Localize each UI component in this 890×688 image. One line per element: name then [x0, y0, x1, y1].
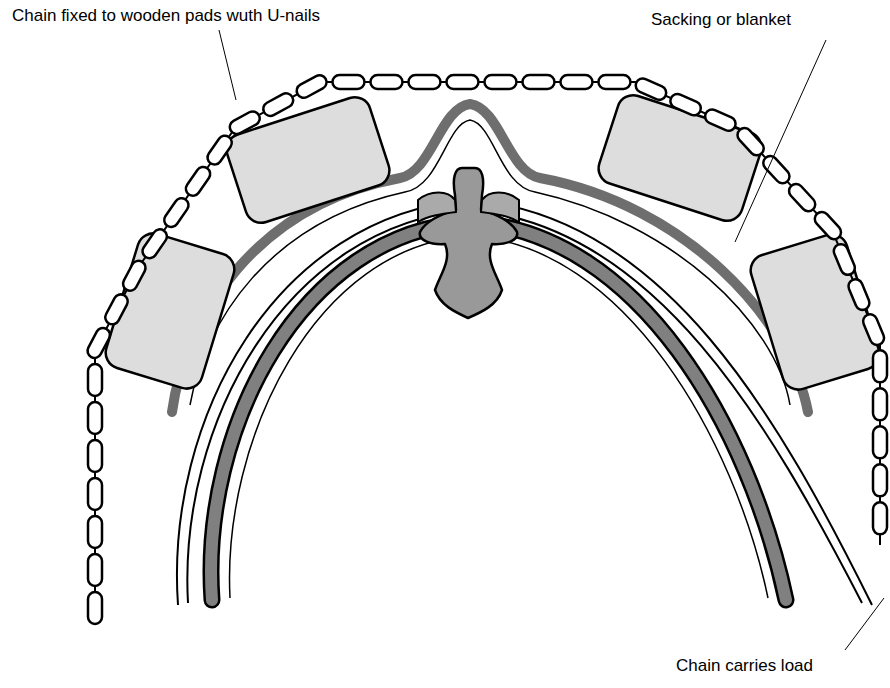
- callout-label: Chain carries load: [676, 656, 813, 676]
- chain-link: [183, 164, 213, 198]
- vertebra-process: [418, 193, 456, 223]
- chain-link: [668, 92, 703, 118]
- chain-link: [85, 326, 112, 361]
- chain-link: [332, 75, 364, 89]
- vertebra: [420, 168, 517, 318]
- leader-line: [845, 598, 884, 650]
- chain-link: [88, 440, 102, 472]
- chain-link: [873, 464, 887, 496]
- chain-link: [484, 75, 516, 89]
- chain-link: [88, 516, 102, 548]
- chain-link: [88, 592, 102, 624]
- chain-link: [205, 133, 235, 167]
- chain-link: [88, 402, 102, 434]
- chain-links: [85, 73, 887, 624]
- chain-link: [846, 277, 871, 312]
- chain-link: [103, 292, 130, 327]
- wooden-pad: [222, 93, 393, 227]
- chain-link: [88, 478, 102, 510]
- chain-link: [703, 107, 738, 133]
- chain-link: [735, 125, 767, 158]
- chain-line: [95, 82, 880, 620]
- wooden-pad: [594, 91, 765, 225]
- chain-link: [446, 75, 478, 89]
- chain-link: [261, 91, 296, 119]
- leader-line: [735, 40, 826, 242]
- callout-label: Chain fixed to wooden pads wuth U-nails: [12, 6, 320, 26]
- leader-line: [219, 30, 236, 100]
- chain-link: [873, 388, 887, 420]
- chain-link: [598, 75, 630, 89]
- chain-link: [786, 181, 818, 214]
- chain-link: [140, 227, 170, 261]
- vertebra-process: [481, 193, 519, 223]
- chain-link: [873, 502, 887, 534]
- chain-link: [560, 75, 592, 89]
- chain-link: [294, 73, 329, 101]
- wooden-pad: [747, 230, 884, 393]
- chain-link: [861, 312, 886, 347]
- chain-link: [88, 364, 102, 396]
- chain-link: [88, 554, 102, 586]
- chain-link: [812, 209, 844, 242]
- chain-link: [873, 350, 887, 382]
- wooden-pad: [102, 229, 239, 392]
- chain-link: [522, 75, 554, 89]
- callout-label: Sacking or blanket: [651, 10, 791, 30]
- chain-link: [760, 153, 792, 186]
- chain-link: [832, 242, 857, 277]
- chain-link: [227, 109, 262, 137]
- chain-link: [633, 76, 668, 102]
- chain-link: [121, 258, 148, 293]
- chain-link: [161, 195, 191, 229]
- chain-link: [370, 75, 402, 89]
- chain-link: [873, 426, 887, 458]
- chain-link: [408, 75, 440, 89]
